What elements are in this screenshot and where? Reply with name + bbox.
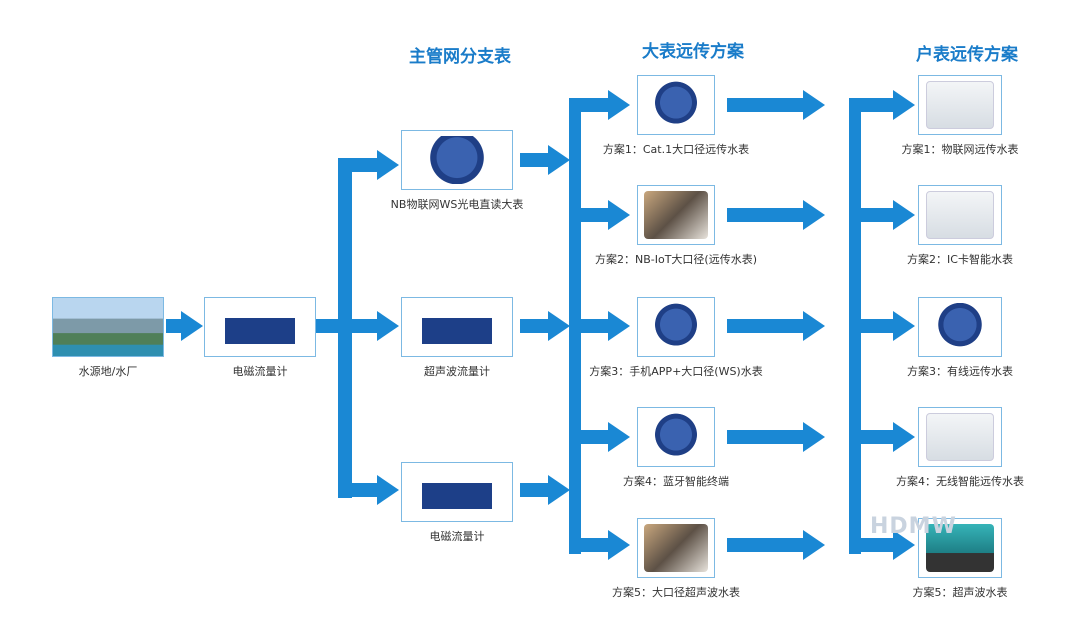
branch_meters-label: NB物联网WS光电直读大表	[390, 198, 524, 211]
household_plans-label: 方案3：有线远传水表	[907, 365, 1013, 378]
source-to-main-arrow-icon	[181, 311, 203, 341]
large_meter_plans-label: 方案2：NB-IoT大口径(远传水表)	[594, 253, 758, 266]
branch-in-2-arrow-icon	[377, 475, 399, 505]
plan-in-1-arrow-icon	[608, 200, 630, 230]
plan-out-2-shaft	[727, 319, 803, 333]
household-in-1-arrow-icon	[893, 200, 915, 230]
plan-in-1-shaft	[575, 208, 608, 222]
main-meter-label: 电磁流量计	[232, 365, 288, 378]
branch-in-1-shaft	[345, 319, 377, 333]
large_meter_plans-label: 方案4：蓝牙智能终端	[623, 475, 729, 488]
household-in-2-shaft	[855, 319, 893, 333]
household-in-4-arrow-icon	[893, 530, 915, 560]
plan-out-0-shaft	[727, 98, 803, 112]
header-large-meter: 大表远传方案	[642, 42, 744, 62]
bluetooth-terminal-image	[637, 407, 715, 467]
plan-in-3-shaft	[575, 430, 608, 444]
household-in-4-shaft	[855, 538, 893, 552]
household_plans-label: 方案1：物联网远传水表	[901, 143, 1019, 156]
ic-card-meter-image	[918, 185, 1002, 245]
branch_meters-label: 超声波流量计	[424, 365, 490, 378]
watermark-logo: HDMW	[870, 514, 957, 539]
plan-in-2-arrow-icon	[608, 311, 630, 341]
plan-in-2-shaft	[575, 319, 608, 333]
iot-meter-image	[918, 75, 1002, 135]
plan-in-3-arrow-icon	[608, 422, 630, 452]
ultrasonic-large-meter-image	[637, 518, 715, 578]
electromagnetic-flowmeter-image	[401, 462, 513, 522]
ultrasonic-flowmeter-image	[401, 297, 513, 357]
plan-out-0-arrow-icon	[803, 90, 825, 120]
branch-out-2-arrow-icon	[548, 475, 570, 505]
ultrasonic-meter-image	[918, 518, 1002, 578]
branch_meters-label: 电磁流量计	[429, 530, 485, 543]
branch-in-0-arrow-icon	[377, 150, 399, 180]
branch-out-1-arrow-icon	[548, 311, 570, 341]
plan-out-3-shaft	[727, 430, 803, 444]
plan-in-0-shaft	[575, 98, 608, 112]
household-in-1-shaft	[855, 208, 893, 222]
branch-in-1-arrow-icon	[377, 311, 399, 341]
main-meter-image	[204, 297, 316, 357]
household-in-0-shaft	[855, 98, 893, 112]
plan-out-4-shaft	[727, 538, 803, 552]
household-in-3-arrow-icon	[893, 422, 915, 452]
source-label: 水源地/水厂	[78, 365, 138, 378]
household-in-2-arrow-icon	[893, 311, 915, 341]
household_plans-label: 方案4：无线智能远传水表	[896, 475, 1024, 488]
branch-out-2-shaft	[520, 483, 548, 497]
wired-meter-image	[918, 297, 1002, 357]
plan-in-4-arrow-icon	[608, 530, 630, 560]
branch-out-1-shaft	[520, 319, 548, 333]
cat1-large-meter-image	[637, 75, 715, 135]
plan-out-3-arrow-icon	[803, 422, 825, 452]
header-branch: 主管网分支表	[409, 47, 511, 67]
plan-in-4-shaft	[575, 538, 608, 552]
plan-out-2-arrow-icon	[803, 311, 825, 341]
wireless-meter-image	[918, 407, 1002, 467]
plan-in-0-arrow-icon	[608, 90, 630, 120]
branch-out-0-shaft	[520, 153, 548, 167]
large-water-meter-image	[401, 130, 513, 190]
large_meter_plans-label: 方案3：手机APP+大口径(WS)水表	[589, 365, 763, 378]
branch-out-0-arrow-icon	[548, 145, 570, 175]
household-in-0-arrow-icon	[893, 90, 915, 120]
source-image	[52, 297, 164, 357]
branch-in-2-shaft	[345, 483, 377, 497]
header-household: 户表远传方案	[916, 45, 1018, 65]
source-to-main-shaft	[166, 319, 181, 333]
branch-in-0-shaft	[345, 158, 377, 172]
plan-out-4-arrow-icon	[803, 530, 825, 560]
app-large-meter-image	[637, 297, 715, 357]
large_meter_plans-label: 方案1：Cat.1大口径远传水表	[602, 143, 750, 156]
large_meter_plans-label: 方案5：大口径超声波水表	[612, 586, 740, 599]
household_plans-label: 方案5：超声波水表	[912, 586, 1008, 599]
plan-out-1-arrow-icon	[803, 200, 825, 230]
plan-out-1-shaft	[727, 208, 803, 222]
household-in-3-shaft	[855, 430, 893, 444]
nb-iot-large-meter-image	[637, 185, 715, 245]
household_plans-label: 方案2：IC卡智能水表	[907, 253, 1013, 266]
